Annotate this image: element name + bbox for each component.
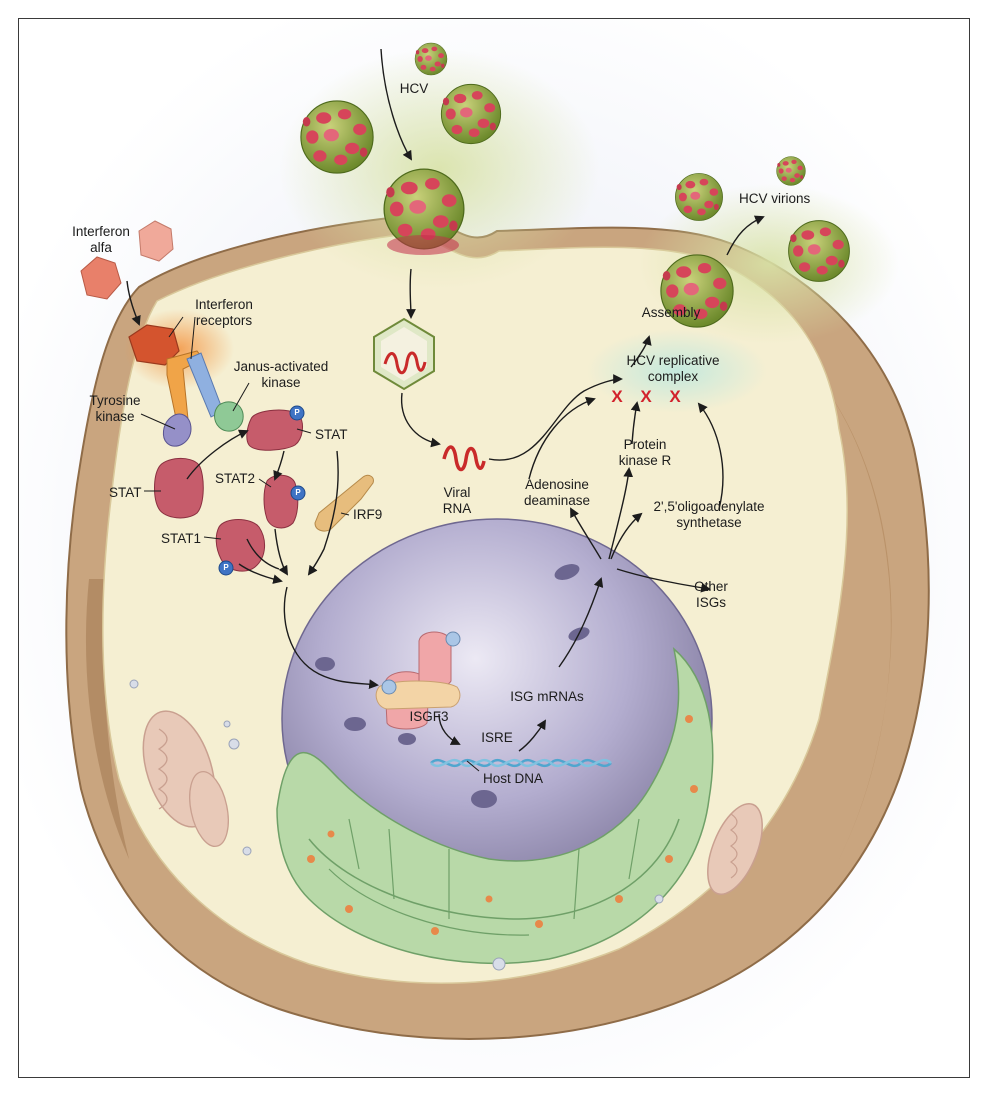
viral-rna-squiggle	[442, 445, 486, 472]
label-assembly: Assembly	[641, 305, 701, 320]
hcv-virus-top-right	[440, 83, 502, 145]
stat1	[215, 519, 265, 576]
inhibit-mark-3: X	[669, 387, 681, 406]
hcv-virus-top-small	[414, 42, 448, 76]
label-host-dna: Host DNA	[482, 771, 544, 786]
label-janus-activated-kinase: Janus-activated kinase	[233, 359, 329, 390]
stat-top	[246, 405, 305, 451]
label-stat1: STAT1	[161, 531, 202, 546]
label-stat-top: STAT	[315, 427, 348, 442]
pathway-arrows	[126, 48, 765, 752]
inhibit-mark-1: X	[611, 387, 623, 406]
label-hcv-virions: HCV virions	[739, 191, 811, 206]
label-irf9: IRF9	[353, 507, 383, 522]
label-isre: ISRE	[481, 730, 513, 745]
phosphate-badge-stat-top: P	[294, 408, 300, 417]
label-viral-rna: Viral RNA	[442, 485, 472, 516]
label-interferon-receptors: Interferon receptors	[195, 297, 253, 328]
label-hcv: HCV	[399, 81, 429, 96]
phosphate-badge-stat2: P	[295, 488, 301, 497]
hcv-virion-3	[788, 220, 850, 282]
mitochondrion-right	[707, 802, 763, 896]
endosome	[373, 317, 435, 391]
label-tyrosine-kinase: Tyrosine kinase	[89, 393, 141, 424]
stat2	[263, 474, 306, 529]
label-other-isgs: Other ISGs	[694, 579, 728, 610]
phosphate-badge-stat1: P	[223, 563, 229, 572]
isgf3-complex	[375, 631, 461, 730]
diagram-frame: HCV HCV virions Interferon alfa Interfer…	[18, 18, 970, 1078]
label-adenosine-deaminase: Adenosine deaminase	[523, 477, 591, 508]
endoplasmic-reticulum	[276, 647, 714, 965]
label-isgf3: ISGF3	[409, 709, 449, 724]
leader-lines	[140, 316, 480, 772]
interferon-alfa-molecule-1	[80, 256, 122, 300]
hcv-virion-1	[675, 173, 723, 221]
label-protein-kinase-r: Protein kinase R	[618, 437, 672, 468]
host-dna-helix	[430, 758, 612, 768]
label-isg-mrnas: ISG mRNAs	[510, 689, 584, 704]
inhibit-mark-2: X	[640, 387, 652, 406]
interferon-receptor-complex	[128, 324, 244, 447]
label-hcv-replicative-complex: HCV replicative complex	[626, 353, 720, 384]
mitochondrion-left	[142, 710, 229, 848]
interferon-alfa-molecule-2	[138, 220, 174, 262]
label-stat-left: STAT	[109, 485, 142, 500]
hcv-virion-2	[776, 156, 806, 186]
irf9	[314, 474, 374, 532]
hcv-virus-left	[300, 100, 374, 174]
label-stat2: STAT2	[215, 471, 256, 486]
label-oligoadenylate-synthetase: 2',5'oligoadenylate synthetase	[653, 499, 765, 530]
label-interferon-alfa: Interferon alfa	[72, 224, 130, 255]
cell-illustration	[19, 19, 969, 1077]
